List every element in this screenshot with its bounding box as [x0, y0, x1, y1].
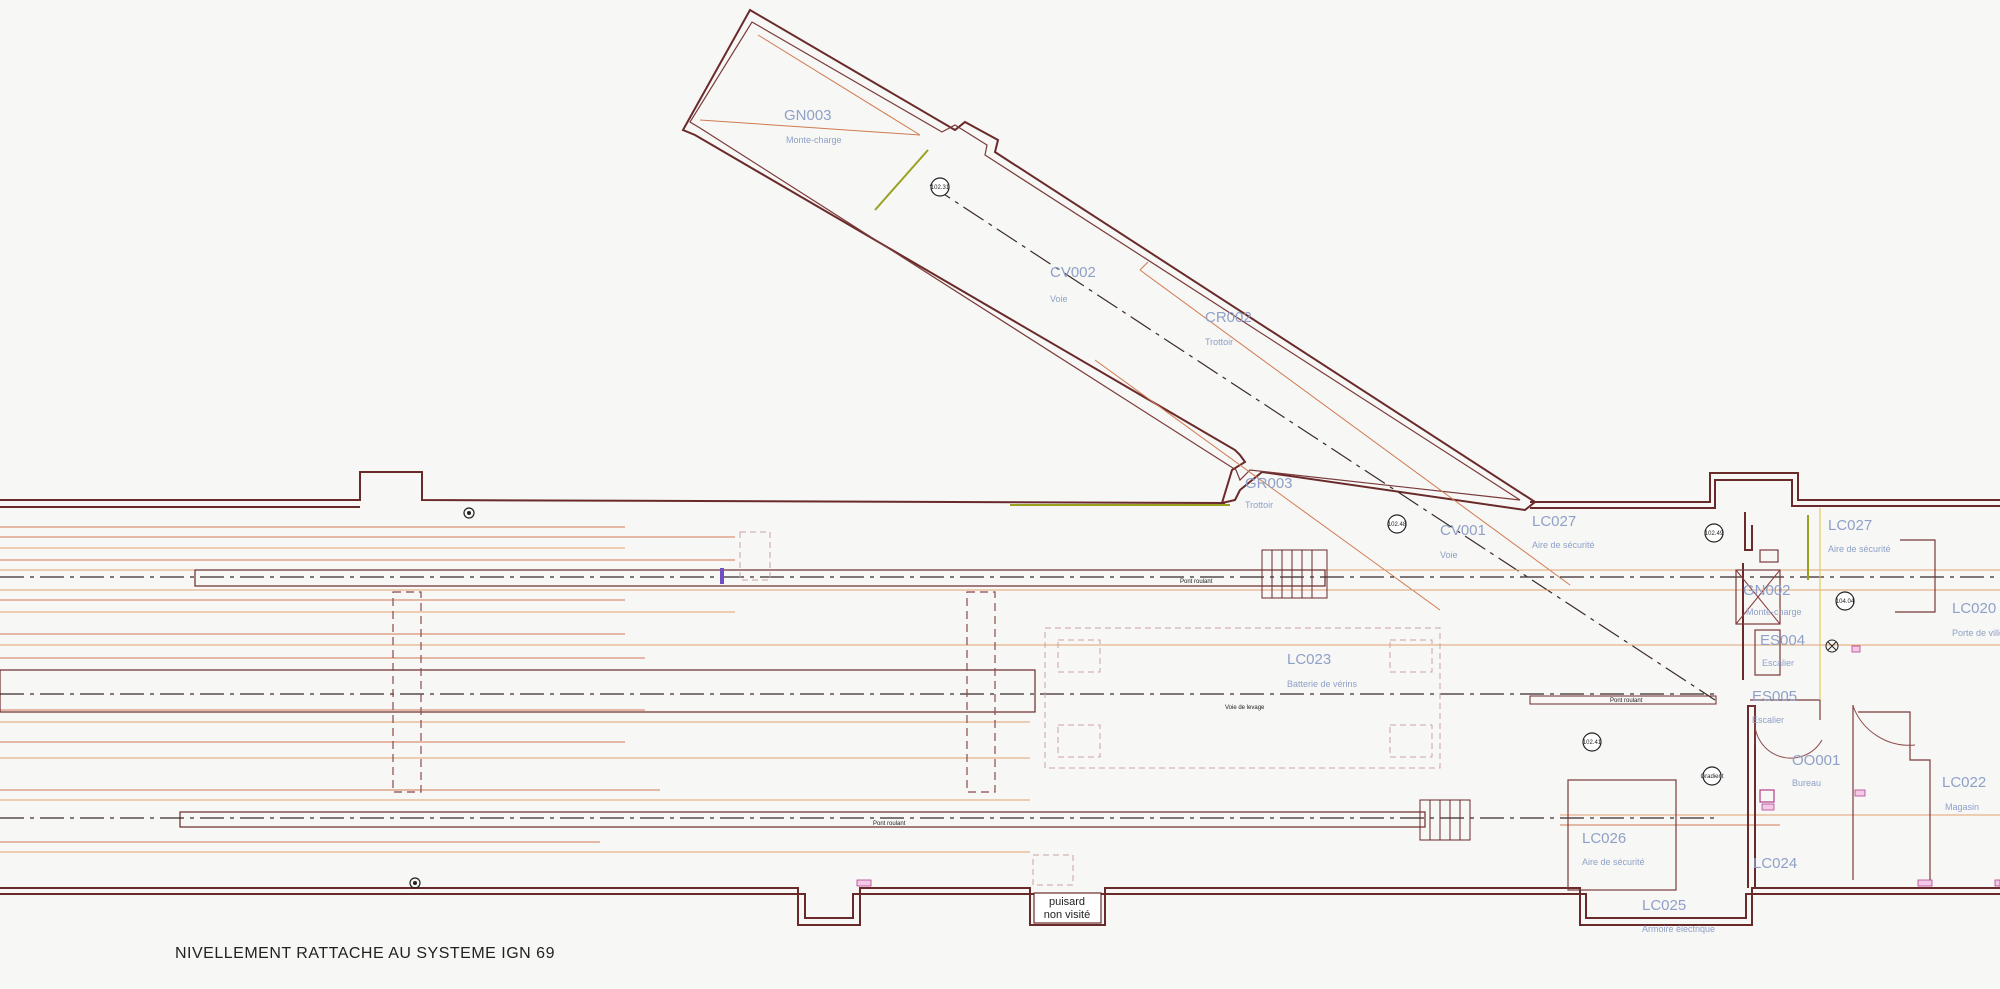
- room-cr002-name: Trottoir: [1205, 337, 1233, 347]
- room-gn002-name: Monte-charge: [1746, 607, 1802, 617]
- level-value-2: 102.48: [1388, 522, 1407, 528]
- electric-outlet: [1994, 879, 2000, 887]
- room-lc026-name: Aire de sécurité: [1582, 857, 1645, 867]
- electric-outlet: [856, 879, 872, 887]
- room-cv001-code: CV001: [1440, 522, 1486, 539]
- gradient-marker: [1702, 766, 1722, 786]
- room-es005-code: ES005: [1752, 688, 1797, 705]
- inclined-tunnel: [681, 8, 1716, 701]
- room-cv002-code: CV002: [1050, 264, 1096, 281]
- room-lc023-name: Batterie de vérins: [1287, 679, 1358, 689]
- room-lc027a-name: Aire de sécurité: [1532, 540, 1595, 550]
- room-gn003-code: GN003: [784, 107, 832, 124]
- right-rooms: [1567, 508, 1936, 891]
- room-cr002-code: CR002: [1205, 309, 1252, 326]
- sump-box: puisard non visité: [1033, 892, 1102, 924]
- room-lc025-name: Armoire électrique: [1642, 924, 1715, 934]
- room-lc020-code: LC020: [1952, 600, 1996, 617]
- equipment-labels: Pont roulant Pont roulant Pont roulant V…: [873, 579, 1643, 827]
- survey-markers: [409, 507, 2000, 889]
- room-gn002-code: GN002: [1743, 582, 1791, 599]
- electric-outlet: [1851, 645, 1861, 653]
- level-marker-1: [930, 177, 950, 197]
- circle-target-icon: [463, 507, 475, 519]
- voie-de-levage-label: Voie de levage: [1225, 705, 1265, 711]
- room-es004-name: Escalier: [1762, 658, 1794, 668]
- room-lc023-code: LC023: [1287, 651, 1331, 668]
- electric-outlet: [1917, 879, 1933, 887]
- datum-note: NIVELLEMENT RATTACHE AU SYSTEME IGN 69: [175, 945, 555, 962]
- pont-roulant-label-3: Pont roulant: [873, 821, 906, 827]
- pont-roulant-label-1: Pont roulant: [1180, 579, 1213, 585]
- level-markers: 102.31 102.48 102.49 104.04 102.41 Gradi…: [930, 177, 1855, 786]
- room-es004-code: ES004: [1760, 632, 1805, 649]
- level-value-1: 102.31: [931, 185, 950, 191]
- room-oo001-name: Bureau: [1792, 778, 1821, 788]
- level-value-5: 102.41: [1583, 740, 1602, 746]
- room-lc024-code: LC024: [1753, 855, 1797, 872]
- sink-icon: [1759, 789, 1775, 811]
- room-cv001-name: Voie: [1440, 550, 1458, 560]
- level-value-4: 104.04: [1836, 599, 1855, 605]
- rail-tracks: [0, 526, 2000, 886]
- circle-target-icon: [409, 877, 421, 889]
- room-lc022-code: LC022: [1942, 774, 1986, 791]
- sump-label-line2: non visité: [1044, 909, 1090, 921]
- sump-label-line1: puisard: [1049, 896, 1085, 908]
- room-lc020-name: Porte de ville: [1952, 628, 2000, 638]
- circle-cross-icon: [1825, 639, 1839, 653]
- room-gr003-code: GR003: [1245, 475, 1293, 492]
- electric-outlet: [1854, 789, 1866, 797]
- gradient-label: Gradient: [1700, 774, 1723, 780]
- room-lc027b-name: Aire de sécurité: [1828, 544, 1891, 554]
- room-lc022-name: Magasin: [1945, 802, 1979, 812]
- room-lc026-code: LC026: [1582, 830, 1626, 847]
- room-oo001-code: OO001: [1792, 752, 1840, 769]
- level-marker-3: [1704, 523, 1724, 543]
- main-hall: [0, 471, 2000, 926]
- room-gr003-name: Trottoir: [1245, 500, 1273, 510]
- level-value-3: 102.49: [1705, 531, 1724, 537]
- room-labels: GN003 Monte-charge CV002 Voie CR002 Trot…: [784, 107, 2000, 934]
- level-marker-5: [1582, 732, 1602, 752]
- room-lc027b-code: LC027: [1828, 517, 1872, 534]
- room-cv002-name: Voie: [1050, 294, 1068, 304]
- room-es005-name: Escalier: [1752, 715, 1784, 725]
- room-lc025-code: LC025: [1642, 897, 1686, 914]
- signal-marker: [720, 568, 724, 584]
- level-marker-4: [1835, 591, 1855, 611]
- level-marker-2: [1387, 514, 1407, 534]
- room-lc027a-code: LC027: [1532, 513, 1576, 530]
- pont-roulant-label-2: Pont roulant: [1610, 698, 1643, 704]
- room-gn003-name: Monte-charge: [786, 135, 842, 145]
